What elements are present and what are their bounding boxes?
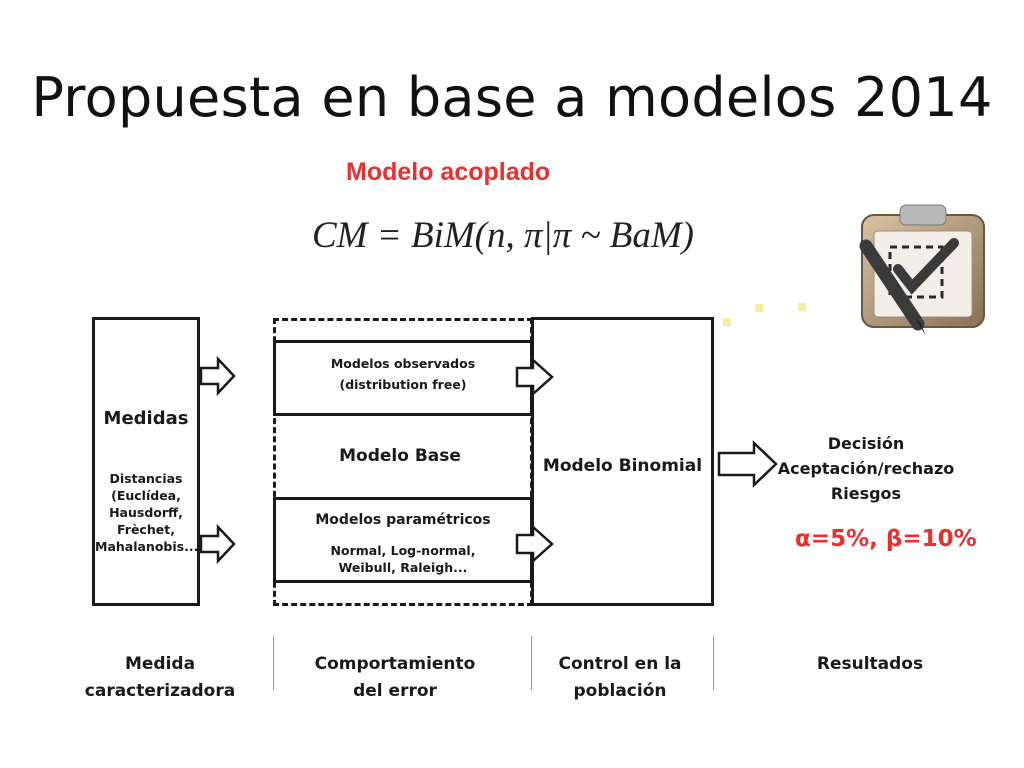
observed-models-sub: (distribution free)	[339, 377, 467, 392]
binomial-model-label: Modelo Binomial	[542, 456, 703, 476]
measures-detail: Frèchet,	[117, 522, 175, 537]
column-label-control: Control en la población	[535, 651, 705, 705]
measures-detail: (Euclídea,	[111, 488, 181, 503]
risk-levels: α=5%, β=10%	[795, 526, 977, 552]
measures-box: Medidas Distancias (Euclídea, Hausdorff,…	[92, 317, 205, 606]
column-separator	[273, 636, 274, 690]
column-label-line: población	[573, 681, 667, 701]
arrow-icon	[515, 357, 554, 397]
column-separator	[713, 636, 714, 690]
results-decision: Decisión	[827, 434, 905, 453]
binomial-model-box: Modelo Binomial	[531, 317, 714, 606]
parametric-models-title: Modelos paramétricos	[315, 512, 491, 528]
column-separator	[531, 636, 532, 690]
column-label-line: Medida	[124, 654, 196, 674]
measures-title: Medidas	[103, 408, 189, 429]
column-label-line: Control en la	[558, 654, 682, 674]
measures-details: Distancias (Euclídea, Hausdorff, Frèchet…	[95, 470, 205, 555]
measures-detail: Distancias	[109, 471, 183, 486]
results-text: Decisión Aceptación/rechazo Riesgos	[776, 431, 956, 506]
arrow-icon	[515, 524, 554, 564]
column-label-measure: Medida caracterizadora	[60, 651, 260, 705]
results-acceptance: Aceptación/rechazo	[777, 459, 955, 478]
results-risks: Riesgos	[830, 484, 902, 503]
measures-detail: Mahalanobis...)	[95, 539, 205, 554]
arrow-icon	[199, 355, 236, 397]
parametric-models-box: Modelos paramétricos Normal, Log-normal,…	[273, 497, 533, 583]
column-label-line: caracterizadora	[84, 681, 236, 701]
arrow-icon	[717, 440, 778, 488]
coupled-model-subtitle: Modelo acoplado	[346, 158, 551, 186]
observed-models-box: Modelos observados (distribution free)	[273, 340, 533, 416]
formula: CM = BiM(n, π|π ~ BaM)	[312, 215, 694, 256]
column-label-error: Comportamiento del error	[290, 651, 500, 705]
pen-icon	[856, 232, 936, 342]
artifact-dot	[755, 304, 763, 312]
artifact-dot	[798, 303, 806, 311]
artifact-dot	[723, 318, 731, 326]
parametric-models-sub: Weibull, Raleigh...	[338, 560, 468, 575]
column-label-line: Resultados	[816, 654, 924, 674]
column-label-line: del error	[353, 681, 437, 701]
slide-title: Propuesta en base a modelos 2014	[31, 66, 993, 129]
base-model-label: Modelo Base	[339, 446, 461, 466]
arrow-icon	[199, 523, 236, 565]
measures-detail: Hausdorff,	[109, 505, 183, 520]
observed-models-title: Modelos observados	[330, 356, 476, 371]
column-label-results: Resultados	[770, 651, 970, 678]
column-label-line: Comportamiento	[314, 654, 476, 674]
parametric-models-sub: Normal, Log-normal,	[330, 543, 476, 558]
